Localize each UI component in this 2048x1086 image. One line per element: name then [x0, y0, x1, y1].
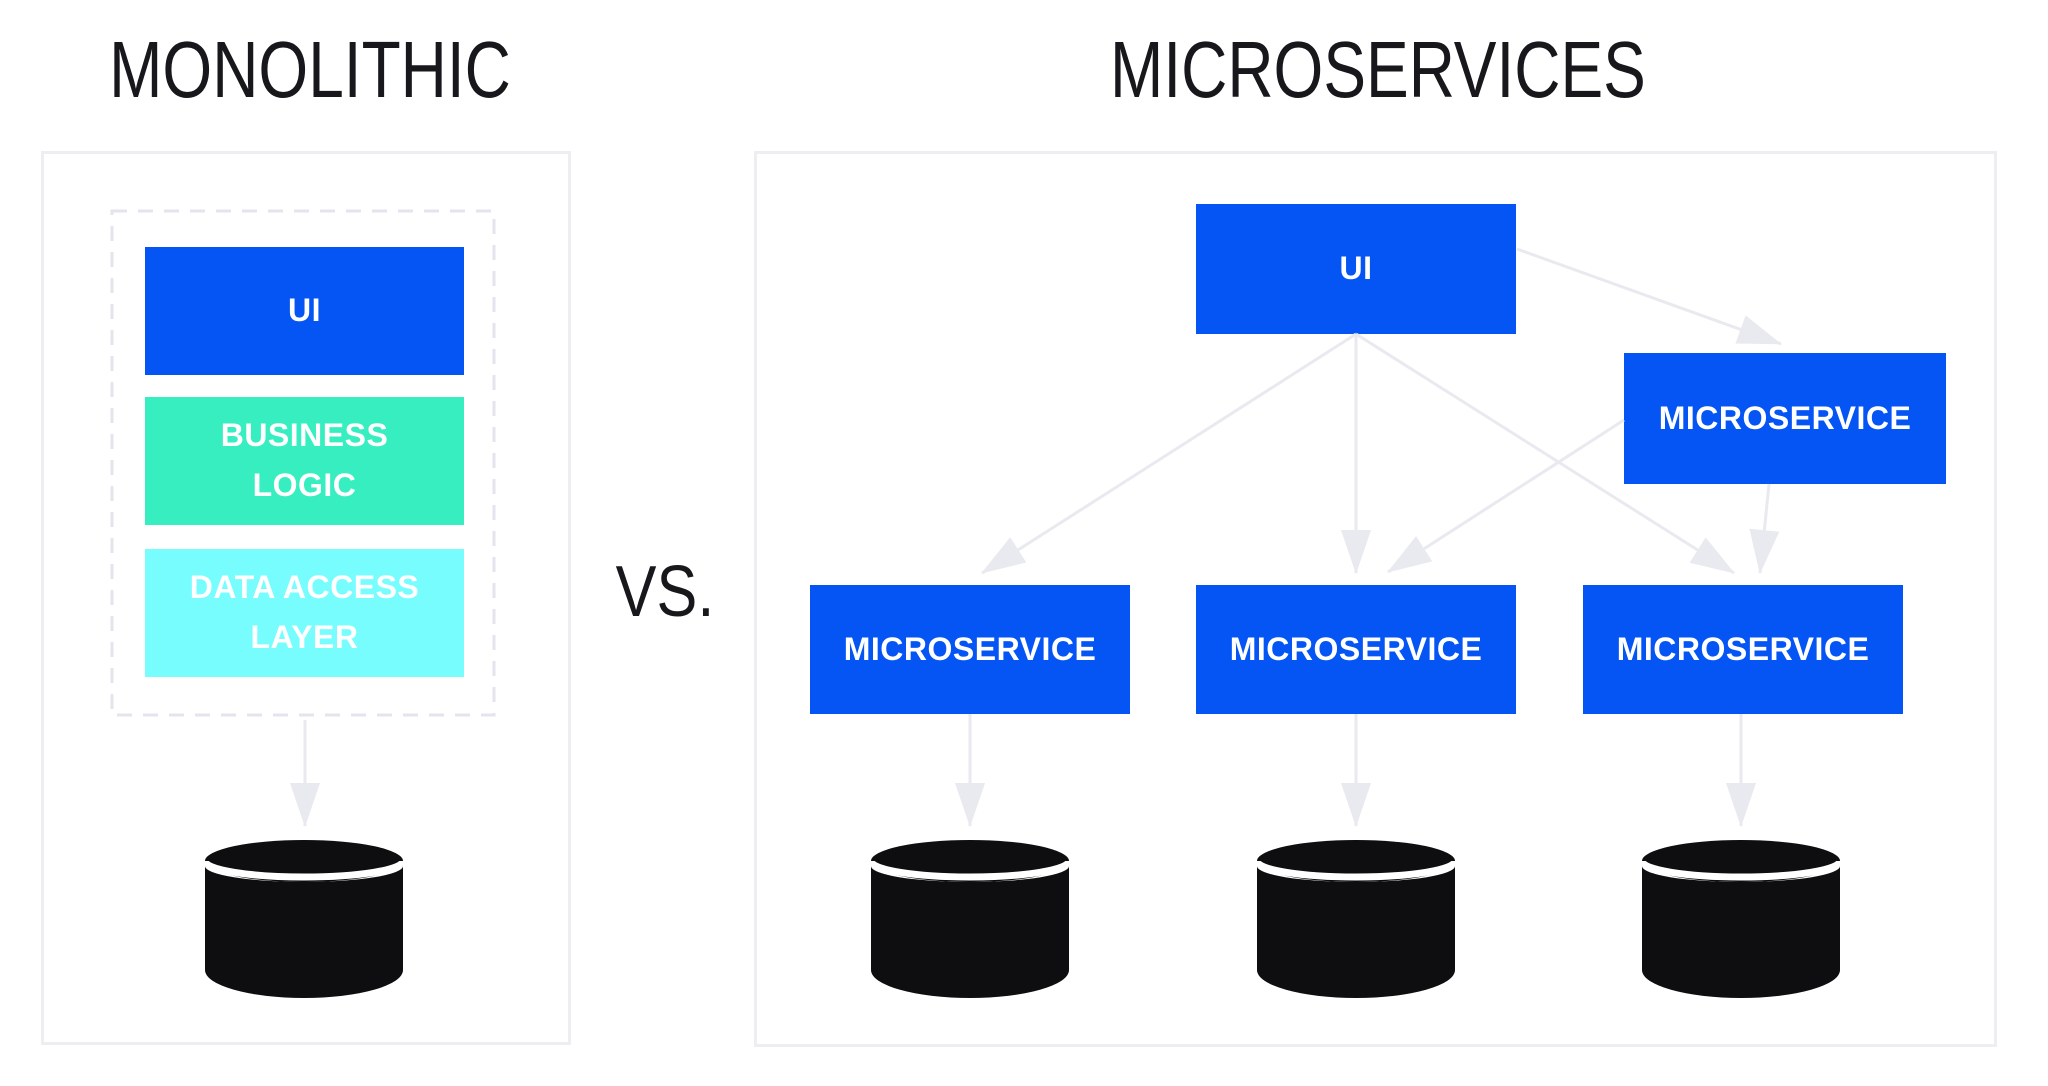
monolith-layer-data-access: DATA ACCESS LAYER — [145, 549, 464, 677]
microservice-box-1: MICROSERVICE — [810, 585, 1130, 714]
microservices-title: MICROSERVICES — [1110, 25, 1646, 114]
microservice-box-2: MICROSERVICE — [1196, 585, 1516, 714]
versus-label: VS. — [615, 552, 715, 632]
monolith-layer-ui: UI — [145, 247, 464, 375]
monolith-layer-business-logic: BUSINESS LOGIC — [145, 397, 464, 525]
monolithic-title: MONOLITHIC — [109, 25, 511, 114]
microservice-box-top-right: MICROSERVICE — [1624, 353, 1946, 484]
microservice-box-3: MICROSERVICE — [1583, 585, 1903, 714]
microservices-ui-box: UI — [1196, 204, 1516, 334]
